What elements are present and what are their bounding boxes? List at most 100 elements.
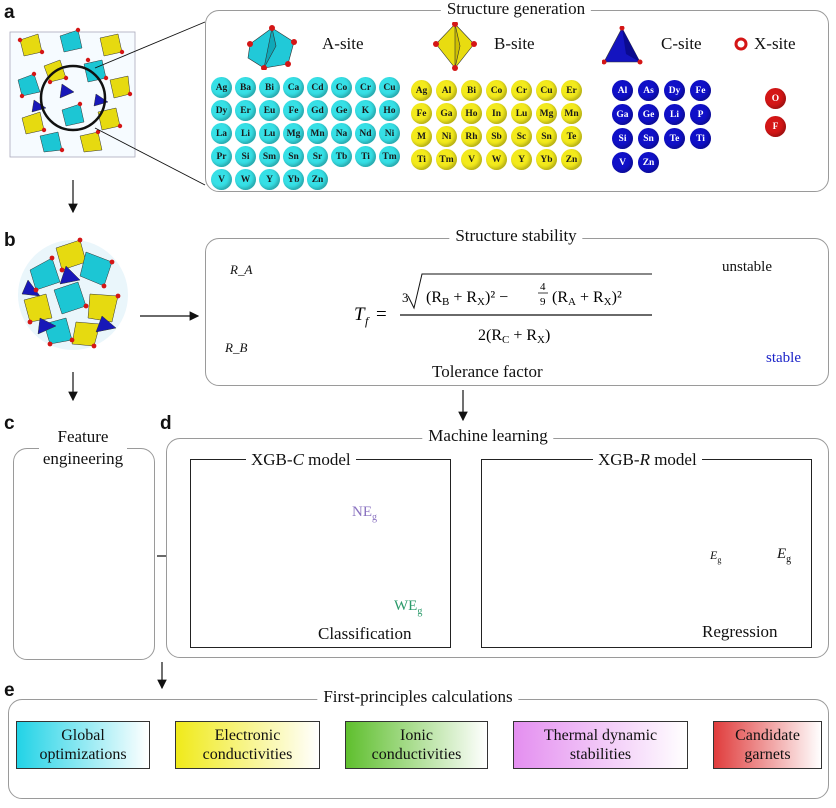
svg-text:(RA + RX)²: (RA + RX)² [552, 289, 622, 308]
step-electronic-line1: Electronic [214, 727, 281, 744]
element-b-zn: Zn [561, 149, 582, 170]
element-a-ge: Ge [331, 100, 352, 121]
ne-subscript: g [372, 512, 377, 523]
svg-text:(RB + RX)² −: (RB + RX)² − [426, 289, 508, 308]
eg-small-text: E [710, 548, 718, 562]
element-c-si: Si [612, 128, 633, 149]
element-c-ga: Ga [612, 104, 633, 125]
xgb-r-italic: R [639, 450, 650, 469]
element-c-fe: Fe [690, 80, 711, 101]
we-text: WE [394, 598, 418, 614]
element-a-er: Er [235, 100, 256, 121]
element-a-ba: Ba [235, 77, 256, 98]
we-subscript: g [417, 606, 423, 617]
xgb-r-model-title: XGB-R model [593, 450, 702, 470]
zoomed-crystal-image [18, 237, 128, 350]
ne-g-label: NEg [352, 504, 377, 523]
b-site-label: B-site [494, 34, 535, 53]
structure-generation-title: Structure generation [440, 0, 592, 19]
element-a-co: Co [331, 77, 352, 98]
element-a-v: V [211, 169, 232, 190]
crystal-structure-image [9, 27, 136, 158]
step-global-line1: Global [61, 727, 105, 744]
b-site-polyhedron-icon [433, 22, 477, 71]
element-b-ga: Ga [436, 103, 457, 124]
x-site-label: X-site [754, 34, 796, 53]
element-b-sc: Sc [511, 126, 532, 147]
element-a-ni: Ni [379, 123, 400, 144]
xgb-r-suffix: model [649, 450, 697, 469]
svg-text:=: = [376, 304, 387, 325]
eg-small-subscript: g [717, 555, 722, 565]
element-c-p: P [690, 104, 711, 125]
feature-engineering-box [13, 448, 155, 660]
machine-learning-title: Machine learning [422, 426, 554, 446]
element-a-fe: Fe [283, 100, 304, 121]
element-a-tb: Tb [331, 146, 352, 167]
panel-label-e: e [4, 680, 15, 701]
element-a-ho: Ho [379, 100, 400, 121]
ra-label: R_A [230, 262, 253, 277]
structure-stability-box [205, 238, 829, 386]
eg-large-label: Eg [777, 546, 791, 565]
xgb-c-italic: C [292, 450, 304, 469]
element-b-tm: Tm [436, 149, 457, 170]
tolerance-factor-label: Tolerance factor [428, 362, 547, 382]
element-b-mg: Mg [536, 103, 557, 124]
svg-text:9: 9 [540, 296, 546, 308]
element-x-f: F [765, 116, 786, 137]
feature-engineering-title: Feature engineering [13, 426, 153, 470]
svg-text:T: T [354, 304, 366, 325]
regression-label: Regression [702, 622, 778, 641]
xgb-c-prefix: XGB- [251, 450, 293, 469]
element-b-mn: Mn [561, 103, 582, 124]
element-c-li: Li [664, 104, 685, 125]
element-c-sn: Sn [638, 128, 659, 149]
element-a-zn: Zn [307, 169, 328, 190]
element-a-ti: Ti [355, 146, 376, 167]
unstable-label: unstable [722, 259, 772, 275]
element-a-gd: Gd [307, 100, 328, 121]
element-a-mn: Mn [307, 123, 328, 144]
element-c-zn: Zn [638, 152, 659, 173]
svg-text:3: 3 [402, 290, 409, 305]
element-c-ge: Ge [638, 104, 659, 125]
element-b-te: Te [561, 126, 582, 147]
element-c-v: V [612, 152, 633, 173]
element-b-cu: Cu [536, 80, 557, 101]
step-thermal-line1: Thermal dynamic [543, 727, 658, 744]
element-b-er: Er [561, 80, 582, 101]
eg-large-subscript: g [786, 554, 792, 565]
xgb-c-model-panel [190, 459, 451, 648]
element-a-lu: Lu [259, 123, 280, 144]
element-a-sn: Sn [283, 146, 304, 167]
element-a-eu: Eu [259, 100, 280, 121]
element-a-dy: Dy [211, 100, 232, 121]
c-site-tetrahedron-icon [602, 26, 643, 65]
step-thermal-line2: stabilities [569, 746, 632, 763]
rb-label: R_B [225, 340, 248, 355]
svg-text:4: 4 [540, 281, 546, 293]
c-site-label: C-site [661, 34, 702, 53]
xgb-r-model-panel [481, 459, 812, 648]
element-b-yb: Yb [536, 149, 557, 170]
element-b-w: W [486, 149, 507, 170]
element-a-sm: Sm [259, 146, 280, 167]
element-a-li: Li [235, 123, 256, 144]
element-a-cu: Cu [379, 77, 400, 98]
element-b-m: M [411, 126, 432, 147]
element-b-al: Al [436, 80, 457, 101]
element-c-as: As [638, 80, 659, 101]
panel-label-d: d [160, 413, 172, 434]
step-candidate-line2: garnets [744, 746, 791, 763]
element-x-o: O [765, 88, 786, 109]
element-b-in: In [486, 103, 507, 124]
element-a-nd: Nd [355, 123, 376, 144]
element-a-la: La [211, 123, 232, 144]
x-site-atom-icon [734, 37, 748, 51]
